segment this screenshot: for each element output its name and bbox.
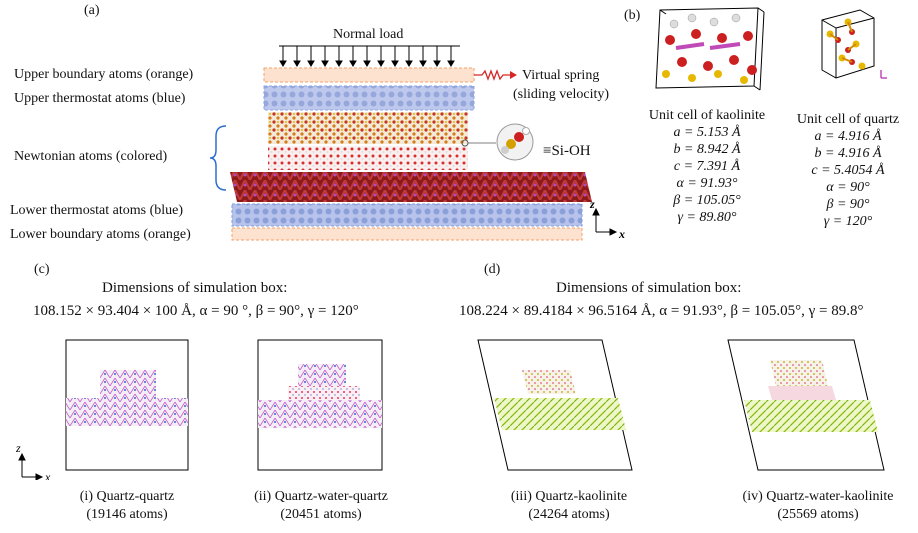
panel-b-tag: (b) — [624, 8, 641, 23]
axes-a — [592, 207, 618, 236]
normal-load-arrows — [279, 46, 455, 67]
normal-load-label: Normal load — [333, 27, 404, 42]
kaolinite-title: Unit cell of kaolinite — [648, 108, 766, 123]
sim-box-iv-water — [768, 386, 836, 400]
kaolinite-b: b = 8.942 Å — [673, 142, 741, 157]
virtual-spring-label: Virtual spring — [522, 68, 600, 83]
virtual-spring — [474, 69, 510, 81]
silanol-label: ≡Si-OH — [543, 143, 591, 159]
newtonian-label: Newtonian atoms (colored) — [14, 149, 168, 164]
newtonian-brace — [209, 125, 227, 191]
caption-i: (i) Quartz-quartz (19146 atoms) — [66, 488, 188, 524]
caption-i-line2: (19146 atoms) — [86, 507, 168, 522]
caption-iii: (iii) Quartz-kaolinite (24264 atoms) — [484, 488, 654, 524]
sliding-velocity-label: (sliding velocity) — [513, 87, 610, 102]
panel-d-dims-value: 108.224 × 89.4184 × 96.5164 Å, α = 91.93… — [459, 303, 864, 319]
panel-a-tag: (a) — [84, 3, 100, 18]
panel-c-dims-title: Dimensions of simulation box: — [102, 280, 288, 296]
kaolinite-alpha: α = 91.93° — [676, 176, 738, 191]
quartz-unit-cell — [821, 9, 887, 79]
lower-thermostat-layer — [231, 203, 583, 227]
sim-box-i-upper — [100, 370, 156, 398]
quartz-a: a = 4.916 Å — [814, 129, 882, 144]
lower-thermostat-label: Lower thermostat atoms (blue) — [10, 203, 184, 218]
quartz-beta: β = 90° — [826, 197, 870, 212]
panel-d-dims-title: Dimensions of simulation box: — [556, 280, 742, 296]
caption-i-line1: (i) Quartz-quartz — [79, 489, 175, 504]
sim-box-ii-water — [288, 386, 360, 400]
panel-d-boxes — [477, 339, 885, 471]
upper-quartz-newtonian — [268, 112, 468, 144]
kaolinite-a: a = 5.153 Å — [673, 125, 741, 140]
caption-iv-line1: (iv) Quartz-water-kaolinite — [742, 489, 894, 504]
sim-box-iii-kaolinite — [494, 398, 626, 430]
caption-ii: (ii) Quartz-water-quartz (20451 atoms) — [236, 488, 406, 524]
caption-ii-line1: (ii) Quartz-water-quartz — [254, 489, 388, 504]
kaolinite-properties: Unit cell of kaolinite a = 5.153 Å b = 8… — [642, 107, 772, 226]
sim-box-i-lower — [66, 398, 188, 426]
quartz-properties: Unit cell of quartz a = 4.916 Å b = 4.91… — [788, 111, 908, 230]
axis-x-c: x — [44, 470, 51, 480]
lower-boundary-label: Lower boundary atoms (orange) — [10, 227, 191, 242]
panel-c-boxes: z x — [15, 339, 383, 480]
axis-x-a: x — [618, 227, 625, 241]
upper-boundary-label: Upper boundary atoms (orange) — [14, 67, 194, 82]
kaolinite-unit-cell — [655, 7, 765, 91]
quartz-alpha: α = 90° — [826, 180, 870, 195]
axis-z-a: z — [589, 197, 595, 211]
sim-box-iii-quartz — [522, 370, 576, 394]
panel-d-tag: (d) — [484, 262, 501, 277]
panel-c-tag: (c) — [34, 262, 50, 277]
quartz-b: b = 4.916 Å — [814, 146, 882, 161]
caption-iii-line2: (24264 atoms) — [528, 507, 610, 522]
upper-thermostat-layer — [263, 85, 475, 111]
caption-iv-line2: (25569 atoms) — [777, 507, 859, 522]
sim-box-iv-quartz — [770, 360, 828, 386]
caption-iii-line1: (iii) Quartz-kaolinite — [510, 489, 628, 504]
panel-a-schematic: z x — [209, 45, 625, 241]
kaolinite-layer — [230, 172, 592, 202]
kaolinite-gamma: γ = 89.80° — [677, 210, 737, 225]
sim-box-iv-kaolinite — [744, 400, 878, 432]
kaolinite-c: c = 7.391 Å — [673, 159, 741, 174]
axis-z-c: z — [15, 441, 21, 455]
panel-c-dims-value: 108.152 × 93.404 × 100 Å, α = 90 °, β = … — [33, 303, 359, 319]
quartz-gamma: γ = 120° — [823, 214, 873, 229]
lower-boundary-layer — [231, 227, 583, 241]
caption-iv: (iv) Quartz-water-kaolinite (25569 atoms… — [720, 488, 916, 524]
quartz-c: c = 5.4054 Å — [811, 163, 885, 178]
caption-ii-line2: (20451 atoms) — [280, 507, 362, 522]
water-layer — [268, 146, 468, 170]
upper-thermostat-label: Upper thermostat atoms (blue) — [14, 91, 186, 106]
kaolinite-beta: β = 105.05° — [673, 193, 741, 208]
quartz-title: Unit cell of quartz — [796, 112, 900, 127]
upper-boundary-layer — [263, 67, 475, 83]
